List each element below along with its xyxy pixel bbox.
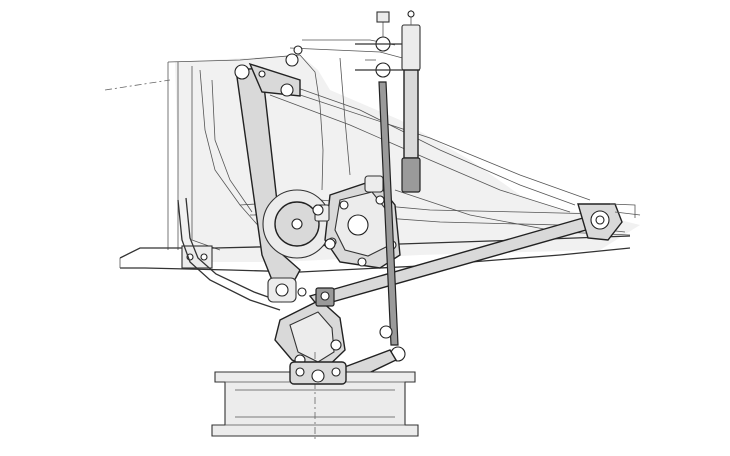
subframe-tube-inner [185,197,283,303]
upper-control-arm [234,53,301,286]
mount-bolt-icon [285,53,299,67]
upper-arm-pivot-icon [280,83,294,97]
bracket-bolt-icon [200,253,208,261]
lower-joint-icon [379,325,393,339]
steering-gear-housing [262,175,401,269]
gear-cover-icon [347,214,369,236]
wheel-rim [211,352,419,440]
shock-absorber [401,10,421,193]
subframe-tube [177,199,281,311]
fasteners [258,45,336,297]
steering-knuckle [267,277,346,373]
upper-arm-pivot-icon [234,64,250,80]
steering-shaft-icon [291,218,303,230]
